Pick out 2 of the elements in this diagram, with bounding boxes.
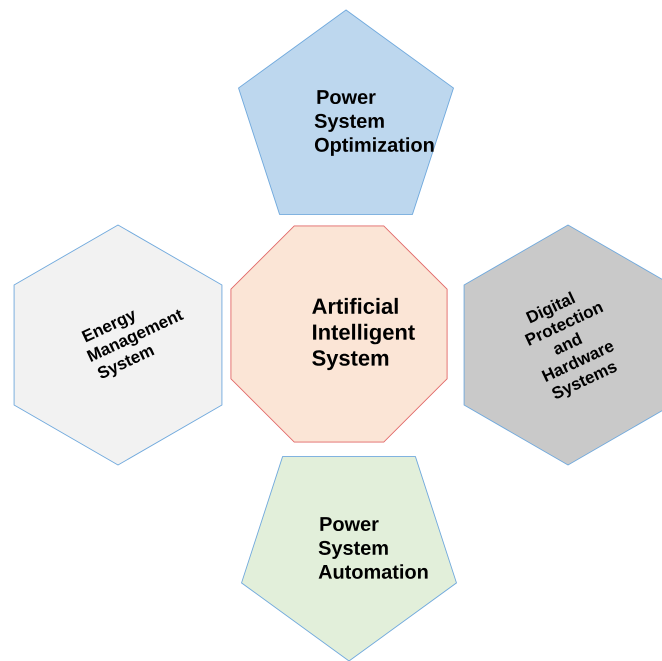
octagon-box: Artificial Intelligent System [230,225,448,443]
pentagon-box: Power System Automation [241,456,457,661]
